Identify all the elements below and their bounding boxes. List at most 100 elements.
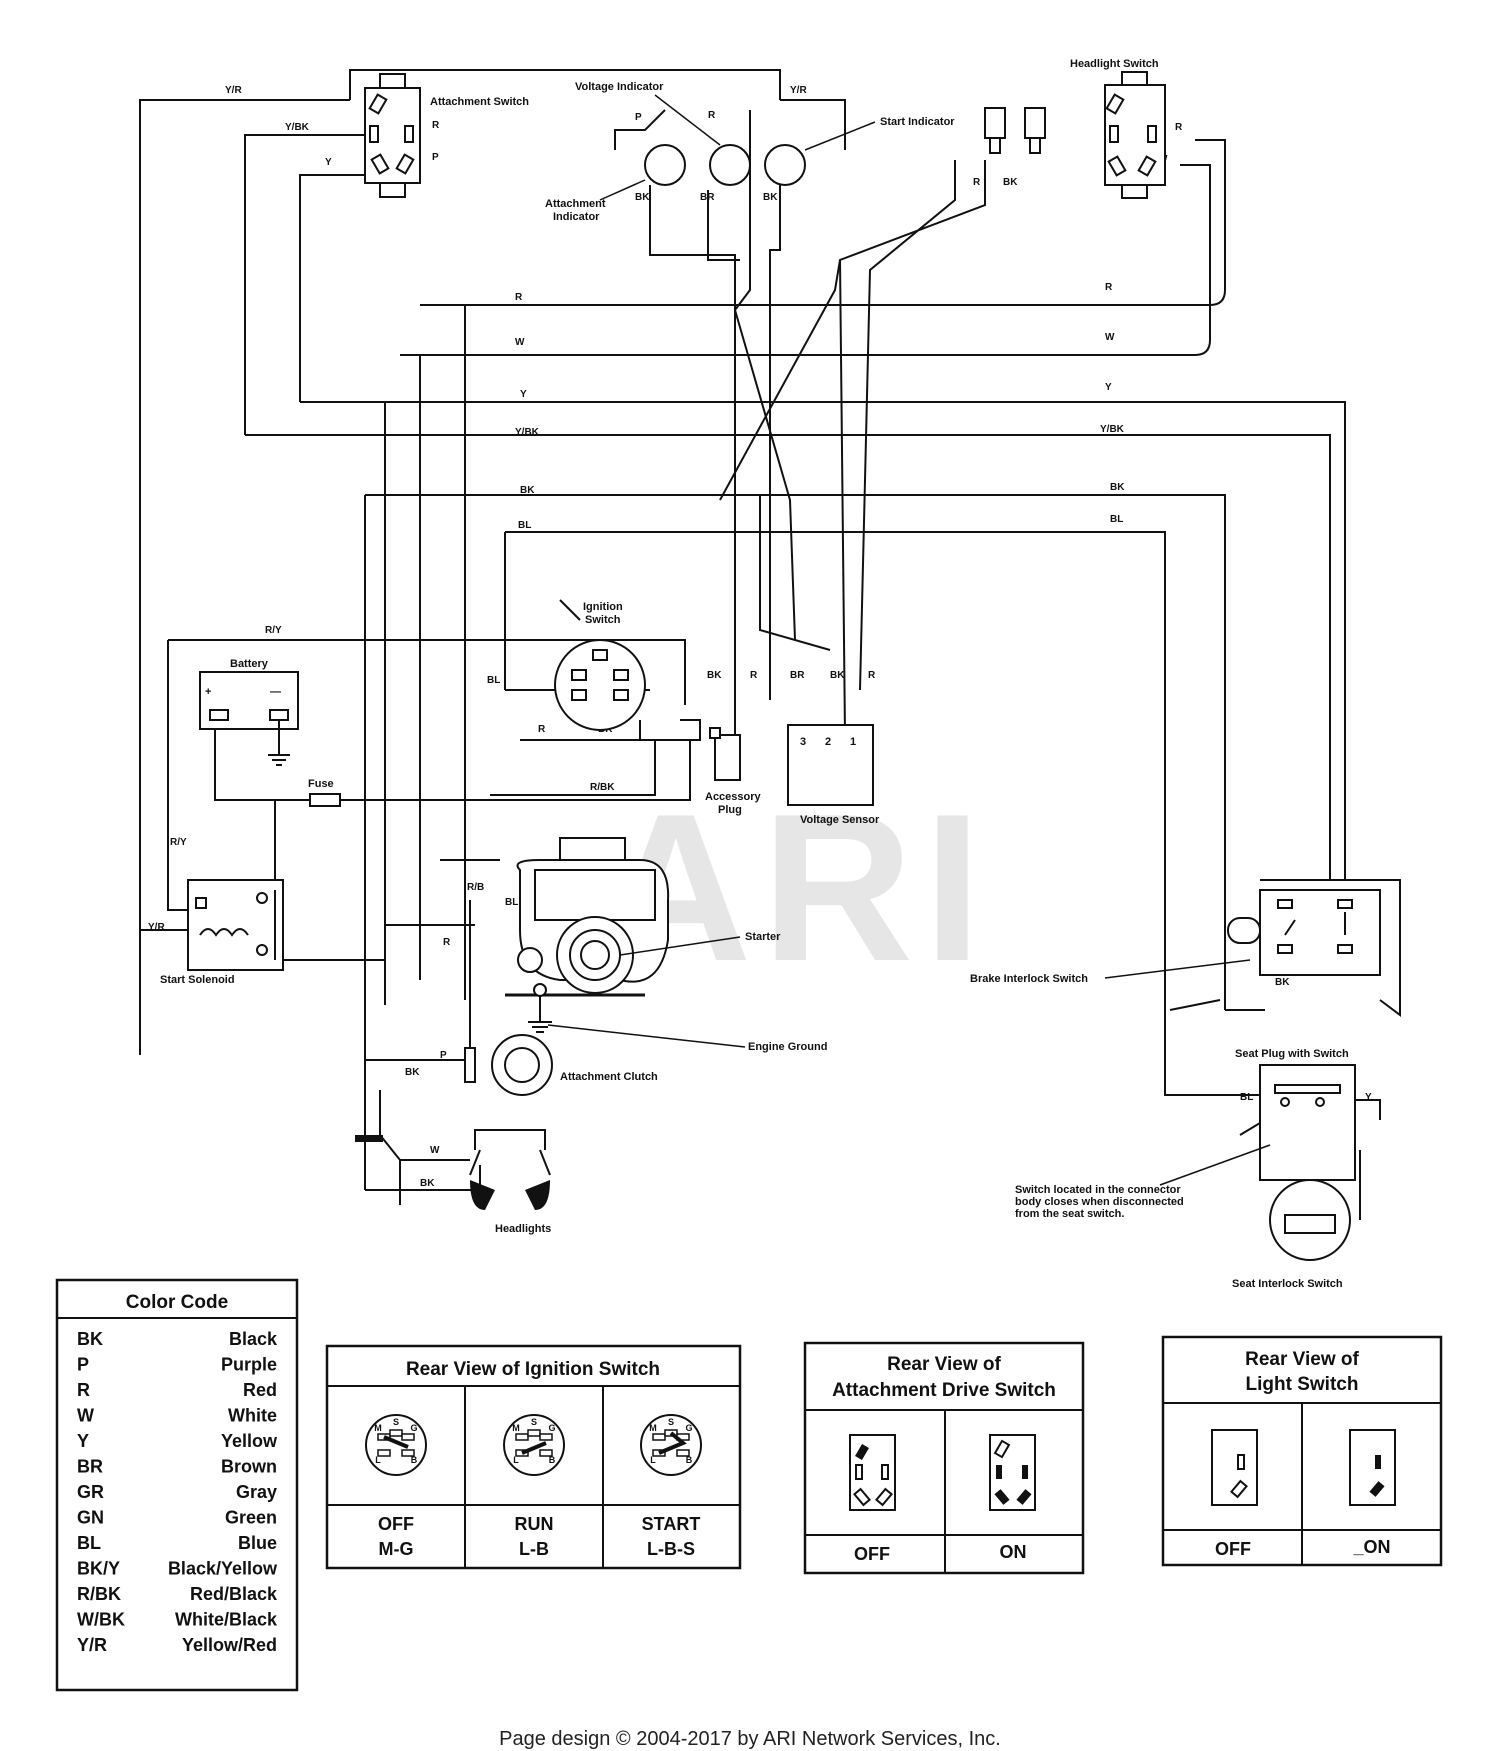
wire-label: BR [700,192,715,203]
legend-name: Black/Yellow [168,1559,278,1579]
wire-labels: Y/R Y/BK Y R P P R Y/R BK BR BK R BK R W… [148,85,1372,1189]
attachment-indicator-label: Indicator [553,211,600,223]
accessory-plug-label: Accessory [705,791,762,803]
wire-label: R [1105,282,1113,293]
attachment-indicator-label: Attachment [545,198,606,210]
legend-name: Brown [221,1457,277,1477]
headlight-switch-label: Headlight Switch [1070,58,1159,70]
legend-code: Y/R [77,1635,107,1655]
wire-label: Y [520,389,527,400]
ign-pos-name: RUN [515,1514,554,1534]
legend-code: GN [77,1508,104,1528]
attachment-drive-off-view [849,1434,896,1511]
wire-label: R [708,110,716,121]
legend-code: GR [77,1482,104,1502]
wire-label: BL [505,897,518,908]
battery-plus: + [205,686,211,698]
wire-label: BL [1240,1092,1253,1103]
ignition-terminal-letter: G [685,1423,692,1433]
sensor-terminal: 3 [800,736,806,748]
wire-label: R [432,120,440,131]
wire-label: Y/BK [285,122,310,133]
ignition-terminal-letter: L [375,1455,381,1465]
wire-label: BK [763,192,778,203]
engine-ground-label: Engine Ground [748,1041,827,1053]
ignition-mini-terminal [539,1433,553,1441]
attachment-switch-label: Attachment Switch [430,96,529,108]
ignition-rear-title: Rear View of Ignition Switch [406,1359,660,1380]
start-solenoid-label: Start Solenoid [160,974,235,986]
wire-label: W [1105,332,1115,343]
ignition-mini-terminal [515,1433,529,1441]
legend-name: Black [229,1329,278,1349]
ignition-mini-terminal [401,1449,415,1457]
attachment-switch: Attachment Switch [364,73,529,198]
wire-label: Y [1365,1092,1372,1103]
wiring [139,69,1401,1220]
headlights-label: Headlights [495,1223,551,1235]
ignition-mini-switch [365,1414,427,1476]
wire-label: BK [1003,177,1018,188]
legend-name: White [228,1406,277,1426]
legend-name: Blue [238,1533,277,1553]
wire-label: P [635,112,642,123]
fuse-label: Fuse [308,778,334,790]
engine: Starter Engine Ground [505,837,827,1053]
attachment-clutch-label: Attachment Clutch [560,1071,658,1083]
wire-label: BL [518,520,531,531]
seat-interlock-label: Seat Interlock Switch [1232,1278,1343,1290]
ignition-mini-terminal [377,1449,391,1457]
ign-pos-connects: L-B-S [647,1539,695,1559]
wire-label: P [440,1050,447,1061]
light-switch-pos: _ON [1352,1537,1390,1557]
ignition-mini-terminal [539,1449,553,1457]
wire-label: W [430,1145,440,1156]
wire-label: W [515,337,525,348]
ign-pos-connects: L-B [519,1539,549,1559]
ignition-mini-terminal [652,1433,666,1441]
light-switch-pos: OFF [1215,1539,1251,1559]
ignition-terminal-letter: G [548,1423,555,1433]
wire-label: R [515,292,523,303]
voltage-sensor-label: Voltage Sensor [800,814,880,826]
ignition-terminal-letter: L [650,1455,656,1465]
fuse: Fuse [308,778,341,807]
wire-label: R [538,724,546,735]
light-switch-title: Rear View of [1245,1349,1359,1370]
voltage-sensor: 3 2 1 Voltage Sensor [787,724,880,826]
wire-label: BK [1275,977,1290,988]
legend-name: Gray [236,1482,277,1502]
starter-label: Starter [745,931,781,943]
ignition-terminal-letter: L [513,1455,519,1465]
wire-label: BK [707,670,722,681]
wire-label: BK [405,1067,420,1078]
legend-code: BK/Y [77,1559,120,1579]
ignition-mini-terminal [389,1429,403,1437]
legend-code: W/BK [77,1610,125,1630]
ignition-terminal-letter: M [374,1423,382,1433]
ignition-terminal-letter: M [649,1423,657,1433]
wire-label: R/Y [265,625,282,636]
legend-code: BK [77,1329,103,1349]
ignition-terminal-letter: B [686,1455,693,1465]
legend-code: BR [77,1457,103,1477]
light-switch-title: Light Switch [1246,1374,1359,1395]
ignition-mini-switch [503,1414,565,1476]
wire-label: Y/BK [515,427,540,438]
ignition-terminal-letter: M [512,1423,520,1433]
wire-label: BK [420,1178,435,1189]
legend-code: BL [77,1533,101,1553]
seat-plug-label: Seat Plug with Switch [1235,1048,1349,1060]
headlight-connectors [984,107,1046,154]
light-switch-off-view [1211,1429,1258,1506]
start-indicator-label: Start Indicator [880,116,955,128]
attachment-drive-pos: OFF [854,1544,890,1564]
wire-label: R/B [467,882,484,893]
wire-label: Y/R [225,85,242,96]
ign-pos-name: OFF [378,1514,414,1534]
seat-note: Switch located in the connector [1015,1184,1181,1196]
attachment-drive-pos: ON [1000,1542,1027,1562]
light-switch-on-view [1349,1429,1396,1506]
